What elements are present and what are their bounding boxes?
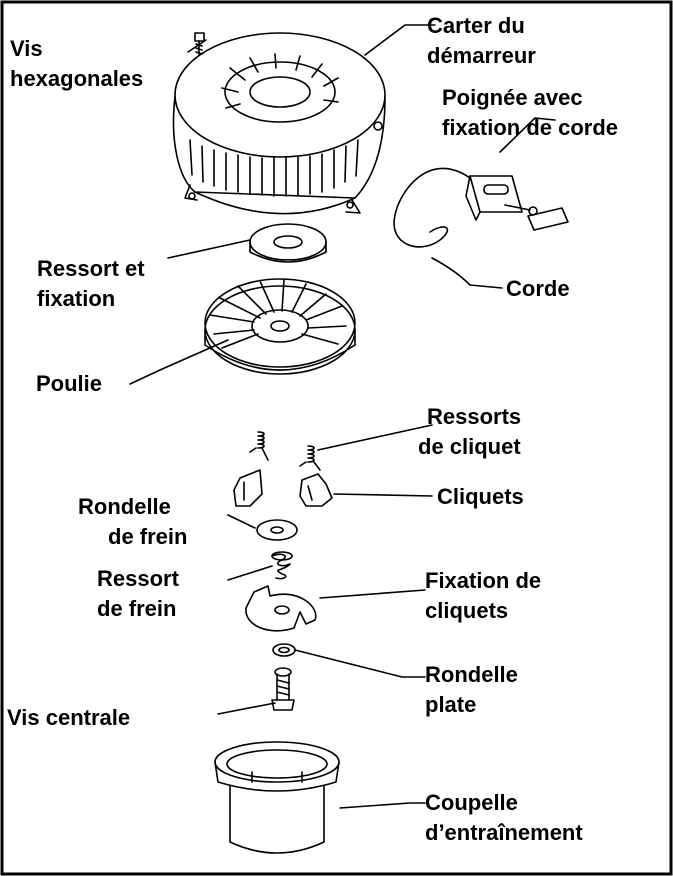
pawl-springs-part <box>249 431 321 471</box>
pulley-part <box>204 278 356 375</box>
center-bolt-part <box>271 667 295 711</box>
starter-housing-part <box>172 32 386 215</box>
leader-lines <box>129 24 556 809</box>
label-rondelle-plate-1: Rondelle <box>425 662 518 687</box>
label-ressort-fixation-2: fixation <box>37 286 116 311</box>
label-carter-1: Carter du <box>427 13 525 38</box>
flat-washer-part <box>272 643 296 657</box>
label-ressorts-cliquet-2: de cliquet <box>418 434 521 459</box>
label-rondelle-plate-2: plate <box>425 692 477 717</box>
label-fixation-cliquets-2: cliquets <box>425 598 509 623</box>
label-carter-2: démarreur <box>427 43 536 68</box>
label-cliquets: Cliquets <box>437 484 524 509</box>
label-fixation-cliquets-1: Fixation de <box>425 568 542 593</box>
label-coupelle-2: d’entraînement <box>425 820 583 845</box>
spring-mount-part <box>249 223 327 263</box>
label-poulie: Poulie <box>36 371 103 396</box>
label-poignee-1: Poignée avec <box>442 85 583 110</box>
pawls-part <box>233 469 333 507</box>
brake-washer-part <box>256 519 298 541</box>
label-vis-centrale: Vis centrale <box>7 705 131 730</box>
label-vis-hexagonales-1: Vis <box>10 36 43 61</box>
handle-part <box>393 167 569 248</box>
label-ressort-frein-1: Ressort <box>97 566 179 591</box>
label-vis-hexagonales-2: hexagonales <box>10 66 144 91</box>
label-rondelle-frein-1: Rondelle <box>78 494 171 519</box>
drive-cup-part <box>214 741 340 854</box>
label-ressorts-cliquet-1: Ressorts <box>427 404 522 429</box>
label-coupelle-1: Coupelle <box>425 790 518 815</box>
label-rondelle-frein-2: de frein <box>108 524 188 549</box>
label-poignee-2: fixation de corde <box>442 115 619 140</box>
label-ressort-frein-2: de frein <box>97 596 177 621</box>
pawl-mount-part <box>245 585 317 632</box>
label-corde: Corde <box>506 276 570 301</box>
brake-spring-part <box>271 551 293 580</box>
label-ressort-fixation-1: Ressort et <box>37 256 145 281</box>
